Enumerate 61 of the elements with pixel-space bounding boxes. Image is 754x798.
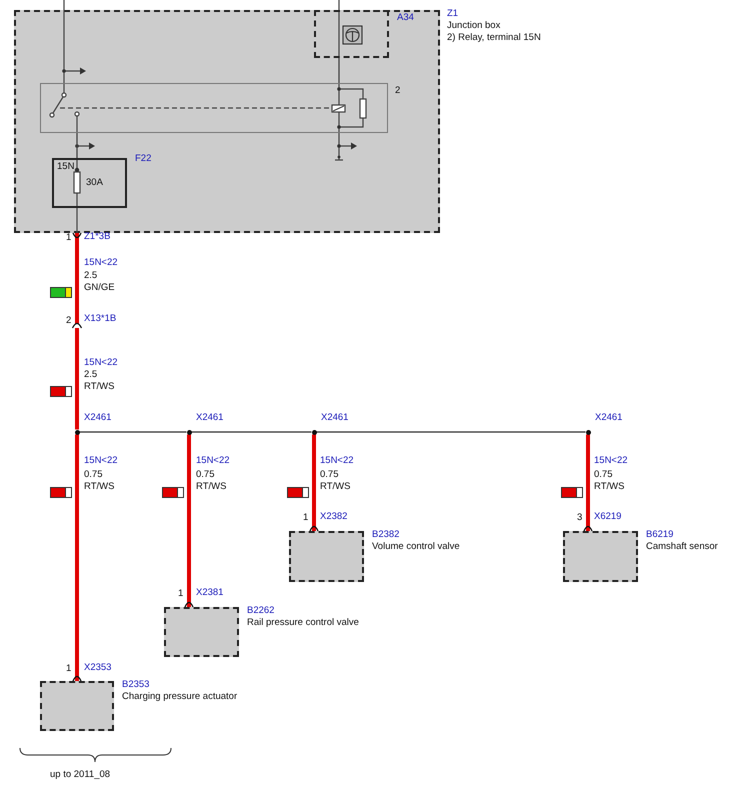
splice-code: X2461	[595, 412, 622, 423]
pin-number: 1	[303, 512, 308, 523]
connector-code: X6219	[594, 511, 622, 522]
wire	[583, 434, 593, 532]
pin-number: 1	[178, 588, 184, 599]
component-code: A34	[397, 12, 414, 23]
wire-size: 2.5	[84, 270, 98, 281]
wire	[309, 434, 319, 532]
note-text: up to 2011_08	[50, 769, 110, 780]
component-code: B2262	[247, 605, 274, 616]
connector-code: X2353	[84, 662, 112, 673]
wire-size: 0.75	[594, 469, 612, 480]
splice-code: X2461	[196, 412, 224, 423]
circuit-line	[316, 431, 586, 433]
component-code: Z1	[447, 8, 458, 19]
wire-color-code: RT/WS	[84, 481, 114, 492]
component-code: B2353	[122, 679, 150, 690]
note-text: 2) Relay, terminal 15N	[447, 32, 541, 43]
splice-code: X2461	[321, 412, 348, 423]
terminal-name: 15N	[57, 161, 74, 172]
wire-size: 0.75	[84, 469, 102, 480]
pin-number: 1	[66, 232, 72, 243]
wire-code: 15N<22	[84, 257, 118, 268]
component-name: Rail pressure control valve	[247, 617, 359, 628]
wire-color-code: GN/GE	[84, 282, 115, 293]
wire	[72, 232, 82, 430]
wire	[184, 434, 194, 608]
connector-code: X13*1B	[84, 313, 116, 324]
wire-color-code: RT/WS	[320, 481, 350, 492]
wire-code: 15N<22	[84, 357, 118, 368]
wire-code: 15N<22	[196, 455, 230, 466]
splice-code: X2461	[84, 412, 112, 423]
circuit-line	[192, 431, 312, 433]
component-code: B2382	[372, 529, 400, 540]
wire-color-code: RT/WS	[84, 381, 114, 392]
connector-code: Z1*3B	[84, 231, 110, 242]
pin-number: 1	[66, 663, 72, 674]
component-code: F22	[135, 153, 152, 164]
fuse-rating: 30A	[86, 177, 103, 188]
component-name: Charging pressure actuator	[122, 691, 238, 702]
wire-size: 0.75	[196, 469, 214, 480]
circuit-line	[76, 133, 78, 158]
component-code: B6219	[646, 529, 674, 540]
circuit-line	[80, 431, 186, 433]
component-name: Junction box	[447, 20, 500, 31]
component-number: 2	[395, 85, 400, 96]
wire-color-code: RT/WS	[196, 481, 226, 492]
pin-number: 2	[66, 315, 72, 326]
wire-code: 15N<22	[594, 455, 628, 466]
wire-code: 15N<22	[320, 455, 354, 466]
component-name: Camshaft sensor	[646, 541, 718, 552]
connector-code: X2381	[196, 587, 224, 598]
wire-size: 2.5	[84, 369, 98, 380]
connector-code: X2382	[320, 511, 348, 522]
wire-color-code: RT/WS	[594, 481, 624, 492]
wire	[72, 434, 82, 682]
pin-number: 3	[577, 512, 582, 523]
wire-size: 0.75	[320, 469, 338, 480]
wire-code: 15N<22	[84, 455, 118, 466]
circuit-line	[338, 58, 340, 83]
component-name: Volume control valve	[372, 541, 460, 552]
